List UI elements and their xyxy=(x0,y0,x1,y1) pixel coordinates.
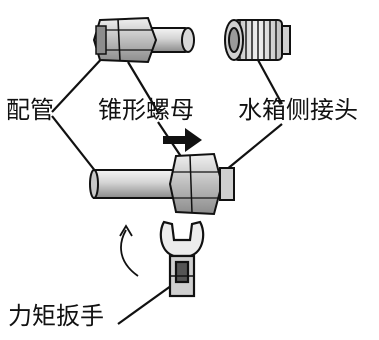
torque-wrench-icon xyxy=(159,220,205,298)
detail-flare-nut-with-pipe xyxy=(92,16,195,64)
rotation-arrow-icon xyxy=(119,224,139,277)
label-tank-connector: 水箱侧接头 xyxy=(238,96,358,124)
leader-top-nut-right xyxy=(127,61,159,113)
leader-tank-upper xyxy=(257,59,283,105)
leader-tank-lower xyxy=(225,123,283,171)
main-flare-nut xyxy=(168,152,224,216)
direction-arrow xyxy=(163,128,202,152)
leader-top-nut-left xyxy=(51,53,107,113)
main-assembly xyxy=(89,152,235,216)
label-flare-nut: 锥形螺母 xyxy=(98,96,194,124)
thread-lines xyxy=(239,20,277,60)
label-torque-wrench: 力矩扳手 xyxy=(8,302,104,330)
main-tank-connector xyxy=(219,167,235,201)
detail-tank-side-connector xyxy=(224,19,291,61)
leader-pipe-lower xyxy=(51,115,97,173)
label-pipe: 配管 xyxy=(6,96,54,124)
